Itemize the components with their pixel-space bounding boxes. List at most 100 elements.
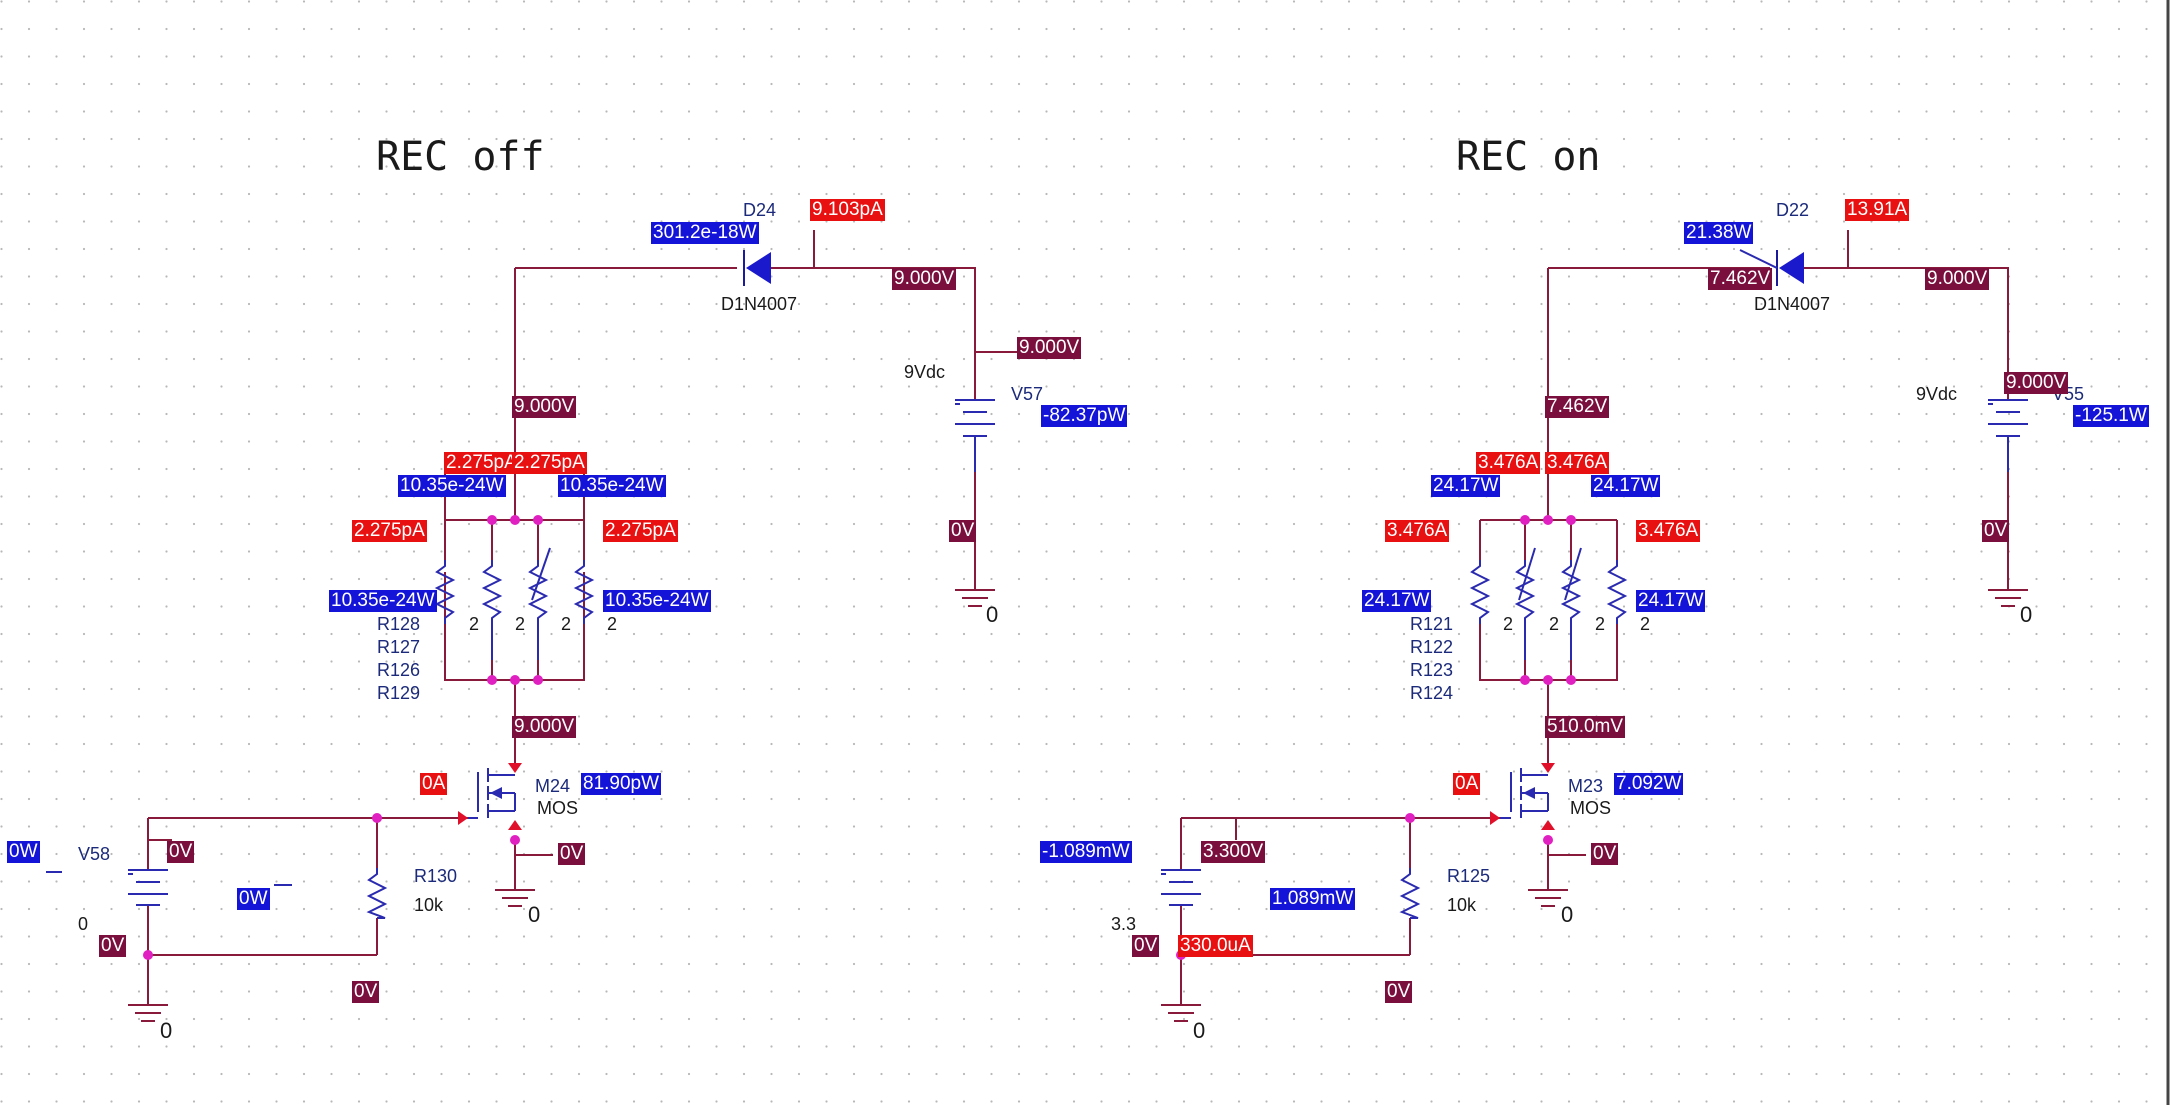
wire xyxy=(1524,520,1572,560)
tag-res-power-b[interactable]: 10.35e-24W xyxy=(558,475,666,497)
tag-res-power-c[interactable]: 24.17W xyxy=(1362,590,1432,612)
tag-supply-top-voltage[interactable]: 9.000V xyxy=(1017,337,1082,359)
battery-gate-source[interactable] xyxy=(1161,869,1201,906)
tag-diode-current[interactable]: 13.91A xyxy=(1845,199,1910,221)
tag-res-current-d[interactable]: 2.275pA xyxy=(603,520,678,542)
ground-label: 0 xyxy=(528,902,540,927)
title-rec-off: REC off xyxy=(376,134,545,180)
wire xyxy=(1804,267,2009,400)
tag-res-power-a[interactable]: 24.17W xyxy=(1431,475,1501,497)
resistor-r130[interactable] xyxy=(366,868,388,919)
tag-drain-voltage[interactable]: 9.000V xyxy=(512,716,577,738)
resistor-ref: R124 xyxy=(1410,683,1453,703)
ground-mosfet xyxy=(1528,880,1568,907)
junction-dot xyxy=(510,515,520,525)
tag-gate-src-bottom-voltage[interactable]: 0V xyxy=(99,935,127,957)
battery-v57[interactable] xyxy=(955,399,995,472)
tag-gate-src-power[interactable]: 0W xyxy=(7,841,40,863)
tag-res-current-c[interactable]: 2.275pA xyxy=(352,520,427,542)
tag-supply-power[interactable]: -125.1W xyxy=(2073,405,2149,427)
wire xyxy=(147,817,468,870)
tag-supply-power[interactable]: -82.37pW xyxy=(1041,405,1128,427)
tag-res-power-c[interactable]: 10.35e-24W xyxy=(329,590,437,612)
tag-bus-voltage[interactable]: 9.000V xyxy=(512,396,577,418)
battery-v55[interactable] xyxy=(1988,399,2028,472)
tag-anode-voltage[interactable]: 9.000V xyxy=(892,268,957,290)
tag-gate-res-power[interactable]: 1.089mW xyxy=(1270,888,1356,910)
diode-ref: D24 xyxy=(743,200,776,220)
tag-gate-src-voltage[interactable]: 3.300V xyxy=(1201,841,1266,863)
tag-res-power-d[interactable]: 24.17W xyxy=(1636,590,1706,612)
tag-mosfet-power[interactable]: 7.092W xyxy=(1614,773,1684,795)
tag-mosfet-power[interactable]: 81.90pW xyxy=(581,773,662,795)
diode-triangle xyxy=(746,252,771,284)
tag-gate-src-bottom-voltage[interactable]: 0V xyxy=(1132,935,1160,957)
resistor-r121[interactable] xyxy=(1469,560,1491,624)
gate-res-ref: R130 xyxy=(414,866,457,886)
resistor-r129[interactable] xyxy=(573,560,595,624)
tag-gate-src-current[interactable]: 330.0uA xyxy=(1178,935,1253,957)
junction-dot xyxy=(1543,515,1553,525)
diode-model: D1N4007 xyxy=(721,294,797,314)
resistor-r125[interactable] xyxy=(1399,868,1421,919)
tag-gate-res-power[interactable]: 0W xyxy=(237,888,270,910)
tag-gate-res-bottom-voltage[interactable]: 0V xyxy=(352,981,380,1003)
resistor-r126[interactable] xyxy=(527,547,551,660)
resistor-value: 2 xyxy=(607,614,617,634)
tag-anode-voltage[interactable]: 9.000V xyxy=(1925,268,1990,290)
tag-res-current-b[interactable]: 2.275pA xyxy=(512,452,587,474)
tag-res-power-a[interactable]: 10.35e-24W xyxy=(398,475,506,497)
tag-res-current-a[interactable]: 2.275pA xyxy=(444,452,519,474)
diode-d24[interactable] xyxy=(743,250,771,286)
junction-dot xyxy=(510,835,520,845)
mosfet-m23[interactable] xyxy=(1500,768,1549,819)
tag-drain-voltage[interactable]: 510.0mV xyxy=(1545,716,1626,738)
resistor-ref: R123 xyxy=(1410,660,1453,680)
ground-mosfet xyxy=(495,880,535,907)
power-leader xyxy=(1739,249,1778,269)
tag-supply-bottom-voltage[interactable]: 0V xyxy=(949,520,977,542)
tag-diode-current[interactable]: 9.103pA xyxy=(810,199,885,221)
resistor-value: 2 xyxy=(561,614,571,634)
tag-source-voltage[interactable]: 0V xyxy=(1591,843,1619,865)
tag-res-current-c[interactable]: 3.476A xyxy=(1385,520,1450,542)
mosfet-model: MOS xyxy=(537,798,578,818)
resistor-r123[interactable] xyxy=(1560,547,1582,660)
tag-gate-res-bottom-voltage[interactable]: 0V xyxy=(1385,981,1413,1003)
tag-res-power-d[interactable]: 10.35e-24W xyxy=(603,590,711,612)
resistor-r122[interactable] xyxy=(1514,547,1536,660)
tag-supply-bottom-voltage[interactable]: 0V xyxy=(1982,520,2010,542)
tag-supply-top-voltage[interactable]: 9.000V xyxy=(2004,372,2069,394)
tag-diode-cathode-voltage[interactable]: 7.462V xyxy=(1708,268,1773,290)
pin-marker xyxy=(1541,763,1555,773)
tag-diode-power[interactable]: 301.2e-18W xyxy=(651,222,759,244)
battery-v58[interactable] xyxy=(128,869,168,906)
tag-res-current-a[interactable]: 3.476A xyxy=(1476,452,1541,474)
junction-dot xyxy=(1520,515,1530,525)
gate-source-value: 0 xyxy=(78,914,88,934)
diode-d22[interactable] xyxy=(1739,249,1804,286)
supply-value: 9Vdc xyxy=(904,362,945,382)
resistor-r124[interactable] xyxy=(1606,560,1628,624)
tag-res-current-d[interactable]: 3.476A xyxy=(1636,520,1701,542)
tag-gate-current[interactable]: 0A xyxy=(1453,773,1481,795)
ground-supply xyxy=(955,580,995,607)
pin-marker xyxy=(508,820,522,830)
tag-res-current-b[interactable]: 3.476A xyxy=(1545,452,1610,474)
tag-gate-src-voltage[interactable]: 0V xyxy=(167,841,195,863)
resistor-r127[interactable] xyxy=(481,560,503,660)
resistor-r128[interactable] xyxy=(434,560,456,624)
tag-gate-src-power[interactable]: -1.089mW xyxy=(1040,841,1132,863)
mosfet-m24[interactable] xyxy=(468,768,516,819)
tag-bus-voltage[interactable]: 7.462V xyxy=(1545,396,1610,418)
tag-gate-current[interactable]: 0A xyxy=(420,773,448,795)
tag-diode-power[interactable]: 21.38W xyxy=(1684,222,1754,244)
resistor-ref: R129 xyxy=(377,683,420,703)
tag-res-power-b[interactable]: 24.17W xyxy=(1591,475,1661,497)
junction-dot xyxy=(1543,675,1553,685)
diode-triangle xyxy=(1779,252,1804,284)
tag-source-voltage[interactable]: 0V xyxy=(558,843,586,865)
